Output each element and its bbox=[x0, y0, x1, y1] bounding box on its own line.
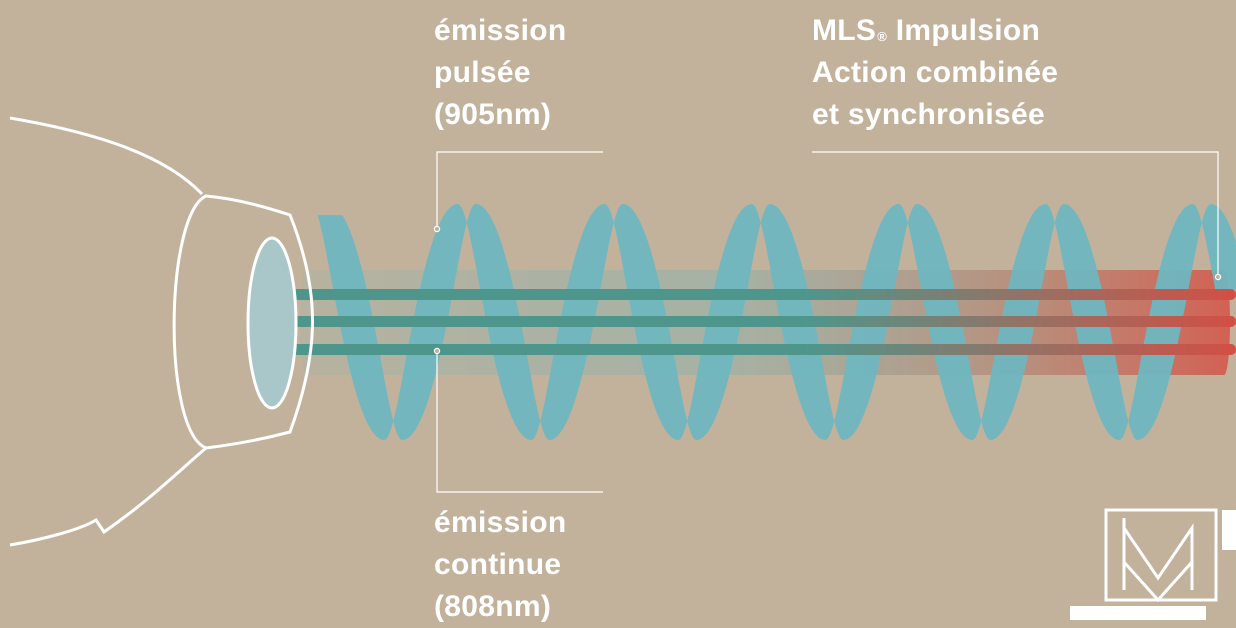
callout-leader-lines bbox=[433, 151, 1222, 493]
pulsed-label-line: émission bbox=[434, 14, 567, 47]
pulsed-emission-wave bbox=[317, 204, 1236, 440]
pulsed-label-line: pulsée bbox=[434, 56, 531, 89]
pulsed-emission-label: émission pulsée (905nm) bbox=[434, 10, 566, 136]
registered-mark: ® bbox=[877, 29, 888, 44]
mls-label-line1: MLS® Impulsion bbox=[812, 10, 1058, 52]
continuous-label-line: (808nm) bbox=[434, 590, 552, 623]
mls-label-line2: Action combinée bbox=[812, 56, 1059, 89]
pulsed-wave-band bbox=[317, 204, 1236, 440]
mls-impulsion-text: Impulsion bbox=[887, 14, 1041, 47]
continuous-emission-beams bbox=[276, 289, 1236, 355]
continuous-label-line: continue bbox=[434, 548, 562, 581]
mls-brand: MLS bbox=[812, 14, 877, 47]
company-logo-icon bbox=[1070, 508, 1236, 620]
laser-handpiece-icon bbox=[9, 116, 314, 547]
pulsed-label-line: (905nm) bbox=[434, 98, 552, 131]
mls-label-line3: et synchronisée bbox=[812, 98, 1045, 131]
continuous-emission-label: émission continue (808nm) bbox=[434, 502, 566, 628]
mls-impulsion-label: MLS® Impulsion Action combinée et synchr… bbox=[812, 10, 1058, 136]
continuous-label-line: émission bbox=[434, 506, 567, 539]
